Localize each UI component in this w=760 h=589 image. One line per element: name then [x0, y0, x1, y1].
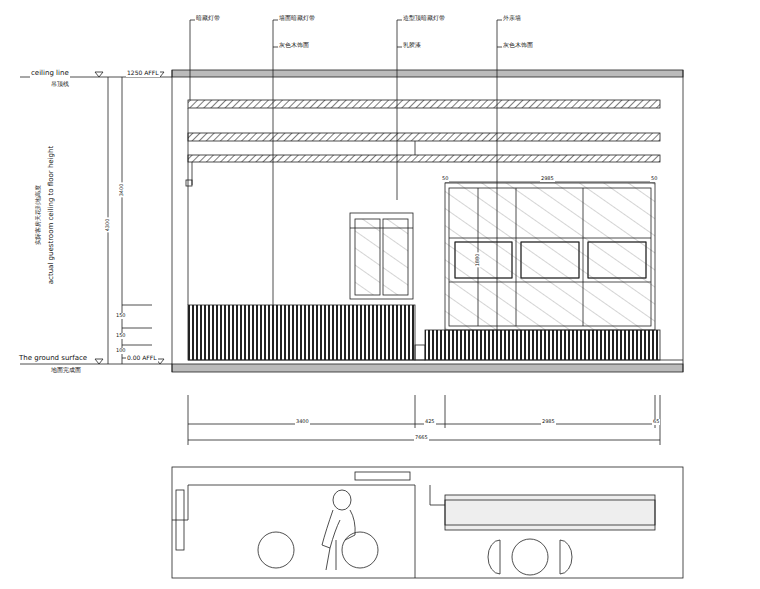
drawing-label: 灰色木饰面 [278, 42, 310, 49]
drawing-label: 50 [441, 176, 449, 182]
drawing-label: 灰色木饰面 [502, 42, 534, 49]
drawing-label: 墙面暗藏灯带 [278, 15, 316, 22]
drawing-label: 150 [115, 333, 127, 339]
drawing-label: 100 [115, 348, 127, 354]
drawing-label: actual guestroom ceiling to floor height [48, 145, 56, 285]
drawing-label: 425 [424, 419, 436, 425]
drawing-label: 乳胶漆 [402, 42, 422, 49]
drawing-label: 4300 [105, 218, 111, 233]
drawing-label: 50 [650, 176, 658, 182]
drawing-label: 3400 [295, 419, 310, 425]
drawing-label: ceiling line [30, 70, 70, 78]
drawing-label: 7665 [414, 435, 429, 441]
drawing-label: 2985 [540, 176, 555, 182]
drawing-label: 2985 [541, 419, 556, 425]
drawing-label: 150 [115, 313, 127, 319]
drawing-label: 0.00 AFFL [126, 355, 158, 362]
drawing-label: 1250 AFFL [126, 70, 160, 77]
drawing-label: 造型顶暗藏灯带 [402, 15, 446, 22]
drawing-label: 地面完成面 [50, 367, 82, 374]
drawing-label: 65 [652, 419, 660, 425]
drawing-label: 1880 [475, 253, 481, 268]
drawing-label: 暗藏灯带 [195, 15, 221, 22]
drawing-label: 实际客房天花到地高度 [35, 184, 42, 246]
drawing-label: The ground surface [18, 355, 88, 363]
drawing-label: 3400 [119, 183, 125, 198]
drawing-label: 外亲墙 [502, 15, 522, 22]
drawing-label: 吊顶线 [50, 81, 70, 88]
